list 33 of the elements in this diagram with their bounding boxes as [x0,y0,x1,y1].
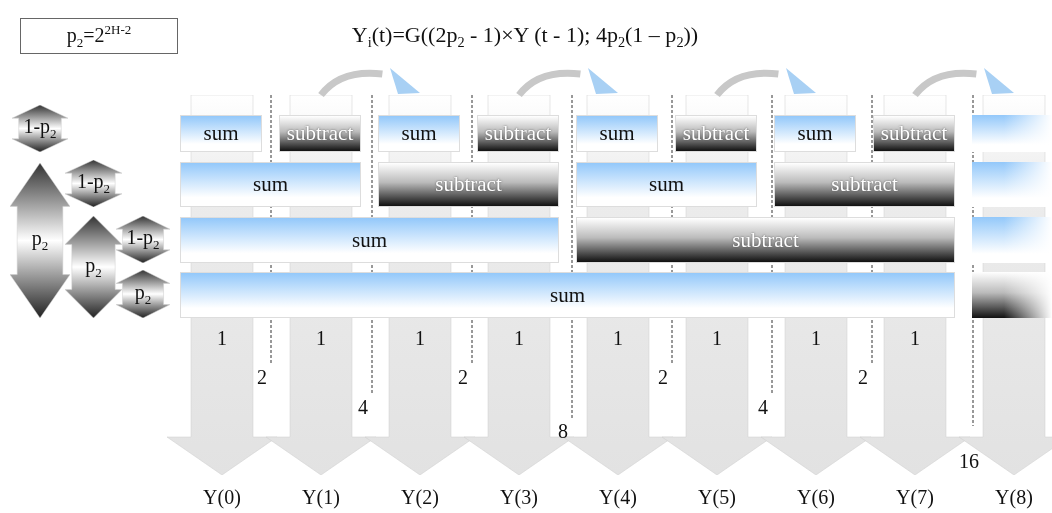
level-number: 16 [959,450,979,472]
output-label: Y(5) [697,486,737,509]
proportion-marker: p$_{2}$ [116,270,170,318]
subtract-block: subtract [774,162,955,207]
curved-arrow [912,68,1014,98]
output-label: Y(1) [301,486,341,509]
output-label: Y(0) [202,486,242,509]
output-label: Y(6) [796,486,836,509]
proportion-marker: p$_{2}$ [65,216,122,318]
sum-block: sum [576,162,757,207]
output-label: Y(3) [499,486,539,509]
sum-block: sum [180,217,559,263]
output-label: Y(4) [598,486,638,509]
proportion-marker: 1-p$_{2}$ [116,216,170,263]
output-label: Y(8) [994,486,1034,509]
curved-arrow [318,68,420,98]
subtract-block: subtract [378,162,559,207]
curved-arrow [516,68,618,98]
level-number: 4 [358,396,368,418]
proportion-marker: 1-p$_{2}$ [12,105,68,152]
level-number: 4 [758,396,768,418]
output-label: Y(7) [895,486,935,509]
output-label: Y(2) [400,486,440,509]
proportion-marker: 1-p$_{2}$ [65,160,122,207]
sum-block: sum [180,272,955,318]
formula-box: p$_{2}$=2$^{2H-2}$ [20,18,178,54]
level-number: 2 [858,366,868,388]
sum-block: sum [180,162,361,207]
subtract-block: subtract [576,217,955,263]
formula: Y$_{i}$(t)=G((2p$_{2}$ - 1)×Y (t - 1); 4p$_{2}$(1 – p$_{2}$)) [350,22,700,52]
level-number: 2 [257,366,267,388]
curved-arrow [714,68,816,98]
proportion-marker: p$_{2}$ [10,163,70,318]
